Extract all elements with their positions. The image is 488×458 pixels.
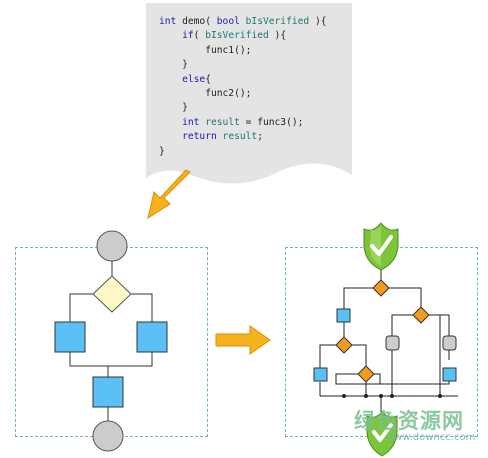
func1-node — [54, 321, 86, 353]
decision-node — [372, 279, 390, 297]
code-line: } — [159, 102, 188, 114]
code-snippet: int demo( bool bIsVerified ){ if( bIsVer… — [159, 15, 327, 159]
code-line: } — [159, 59, 188, 71]
code-paper-background — [146, 3, 352, 184]
decision-node — [92, 275, 132, 313]
start-node — [96, 230, 128, 262]
code-line: } — [159, 145, 165, 157]
process-node — [442, 367, 457, 382]
decision-node — [412, 306, 430, 324]
arrow-down-left-icon — [147, 169, 191, 220]
code-line: int demo( bool bIsVerified ){ — [159, 16, 327, 27]
func3-node — [92, 376, 124, 408]
code-line: else{ — [182, 73, 211, 85]
watermark-text: 绿色资源网 — [354, 409, 464, 433]
decision-node — [357, 365, 375, 383]
code-line: if( bIsVerified ){ — [182, 30, 287, 42]
end-node — [92, 420, 124, 452]
code-line: func1(); — [159, 44, 252, 56]
func2-node — [136, 321, 168, 353]
junction-dots — [342, 394, 442, 398]
process-node — [336, 308, 351, 323]
original-flowchart-lines — [69, 260, 153, 421]
arrow-right-icon — [215, 325, 271, 355]
code-line: int result = func3(); — [182, 116, 304, 128]
code-line: func2(); — [159, 88, 252, 100]
process-node — [313, 367, 328, 382]
terminal-node — [385, 335, 400, 351]
code-card: int demo( bool bIsVerified ){ if( bIsVer… — [146, 3, 352, 193]
decision-node — [335, 336, 353, 354]
watermark-url: www.downcc.com — [386, 432, 476, 443]
terminal-node — [442, 335, 457, 351]
code-line: return result; — [182, 131, 263, 143]
shield-check-icon — [363, 222, 399, 271]
shield-check-icon — [366, 411, 398, 457]
